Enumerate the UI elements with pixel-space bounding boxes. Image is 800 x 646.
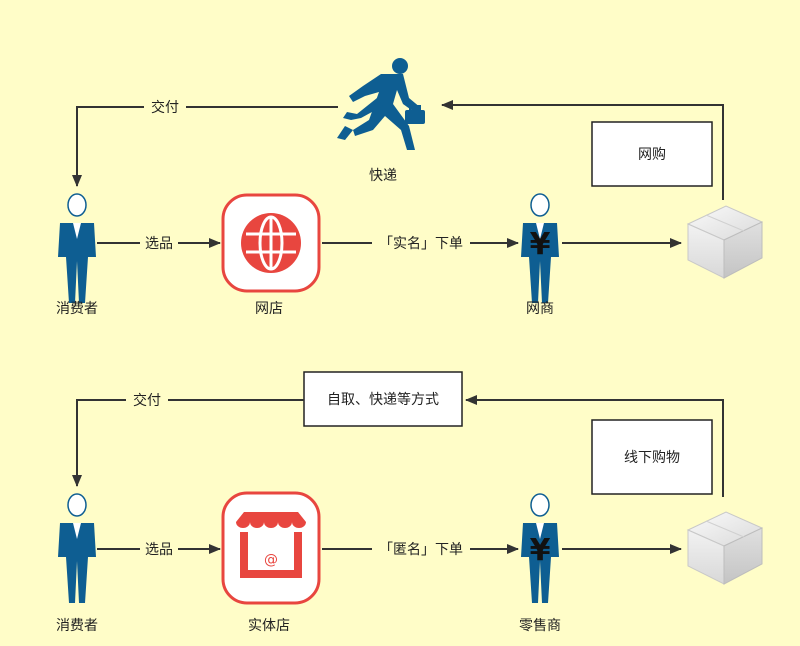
shop-store-icon: @	[221, 491, 321, 605]
top-order-label: 「实名」下单	[379, 236, 463, 252]
bottom-deliver-label: 交付	[133, 392, 161, 409]
bottom-note-label: 线下购物	[624, 450, 680, 466]
bottom-consumer-icon	[57, 493, 97, 604]
courier-label: 快递	[369, 168, 397, 184]
bottom-note-box	[591, 419, 713, 495]
bottom-delivery-to-consumer-arrow	[72, 399, 304, 487]
bottom-flow: 自取、快递等方式 交付 线下购物 消费者 选品 @	[56, 371, 763, 634]
top-merchant-icon: ¥	[520, 193, 560, 304]
delivery-method-label: 自取、快递等方式	[327, 391, 439, 408]
top-store-label: 网店	[255, 301, 283, 317]
top-consumer-label: 消费者	[56, 301, 98, 317]
courier-icon	[337, 58, 425, 150]
store-at-symbol: @	[264, 552, 278, 568]
top-yen-icon: ¥	[530, 227, 551, 262]
bottom-package-icon	[687, 511, 763, 585]
bottom-consumer-label: 消费者	[56, 618, 98, 634]
bottom-merchant-icon: ¥	[520, 493, 560, 604]
bottom-select-label: 选品	[145, 542, 173, 558]
top-courier-to-consumer-arrow	[72, 106, 338, 187]
top-flow: 交付 快递 网购 消费者 选品	[56, 58, 763, 317]
bottom-merchant-label: 零售商	[519, 618, 561, 634]
globe-store-icon	[221, 193, 321, 293]
bottom-yen-icon: ¥	[530, 533, 551, 568]
top-box-to-courier-arrow	[441, 100, 724, 200]
bottom-box-to-delivery-arrow	[465, 395, 724, 497]
top-note-label: 网购	[638, 147, 666, 163]
delivery-method-box	[303, 371, 463, 427]
top-select-label: 选品	[145, 236, 173, 252]
top-package-icon	[687, 205, 763, 279]
top-note-box	[591, 121, 713, 187]
top-merchant-label: 网商	[526, 301, 554, 317]
top-deliver-label: 交付	[151, 99, 179, 116]
bottom-order-label: 「匿名」下单	[379, 542, 463, 558]
top-consumer-icon	[57, 193, 97, 304]
bottom-store-label: 实体店	[248, 618, 290, 634]
